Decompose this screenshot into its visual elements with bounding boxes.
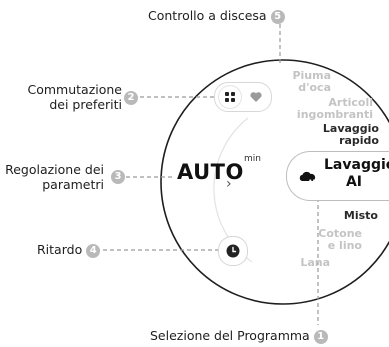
program-rapido-line1: Lavaggio: [322, 122, 379, 135]
grid-icon: [225, 92, 235, 102]
heart-icon: [250, 92, 262, 102]
program-cotone-line1: Cotone: [318, 227, 362, 240]
cloud-ai-icon: AI: [299, 171, 316, 185]
callout-parametri: Regolazione dei parametri: [0, 162, 104, 192]
program-piuma-line1: Piuma: [292, 69, 331, 82]
program-rapido-line2: rapido: [339, 134, 379, 147]
callout-number-4: 4: [86, 243, 101, 258]
favorites-toggle[interactable]: [214, 82, 272, 112]
delay-button[interactable]: [218, 236, 248, 266]
auto-value[interactable]: AUTO: [177, 160, 244, 184]
callout-parametri-line2: parametri: [42, 177, 104, 192]
callout-ritardo: Ritardo 4: [37, 242, 101, 258]
unit-label: min: [244, 154, 261, 164]
program-articoli-line2: ingombranti: [296, 108, 373, 121]
selected-program-line1: Lavaggio: [324, 157, 389, 173]
program-articoli-line1: Articoli: [328, 96, 373, 109]
program-item[interactable]: Articoli ingombranti: [283, 97, 373, 121]
callout-preferiti-line1: Commutazione: [27, 82, 122, 97]
grid-toggle-button[interactable]: [219, 86, 241, 108]
selected-program-line2: AI: [345, 174, 363, 190]
heart-toggle-button[interactable]: [246, 87, 266, 107]
program-item[interactable]: Piuma d'oca: [271, 70, 331, 94]
callout-controllo-discesa: Controllo a discesa 5: [148, 8, 285, 24]
svg-text:AI: AI: [308, 179, 315, 185]
callout-programma-label: Selezione del Programma: [150, 328, 310, 343]
program-item[interactable]: Cotone e lino: [302, 228, 362, 252]
callout-number-3: 3: [111, 170, 125, 184]
program-lana-line1: Lana: [300, 256, 330, 269]
program-misto-line1: Misto: [343, 209, 378, 222]
program-item[interactable]: Lana: [290, 257, 330, 269]
program-item[interactable]: Misto: [318, 210, 378, 222]
selected-program-pill[interactable]: AI Lavaggio AI: [286, 151, 389, 201]
callout-parametri-line1: Regolazione dei: [5, 162, 104, 177]
program-cotone-line2: e lino: [327, 239, 362, 252]
chevron-right-icon[interactable]: ›: [226, 176, 232, 192]
callout-controllo-label: Controllo a discesa: [148, 8, 267, 23]
clock-icon: [226, 244, 240, 258]
callout-preferiti-line2: dei preferiti: [49, 97, 122, 112]
callout-preferiti: Commutazione dei preferiti 2: [12, 82, 138, 112]
callout-number-2: 2: [124, 91, 138, 105]
callout-programma: Selezione del Programma 1: [150, 328, 328, 344]
callout-number-1: 1: [313, 329, 328, 344]
program-piuma-line2: d'oca: [298, 81, 331, 94]
callout-number-5: 5: [270, 9, 285, 24]
callout-ritardo-label: Ritardo: [37, 242, 83, 257]
program-item[interactable]: Lavaggio rapido: [299, 123, 379, 147]
dial-ring: [160, 59, 389, 305]
